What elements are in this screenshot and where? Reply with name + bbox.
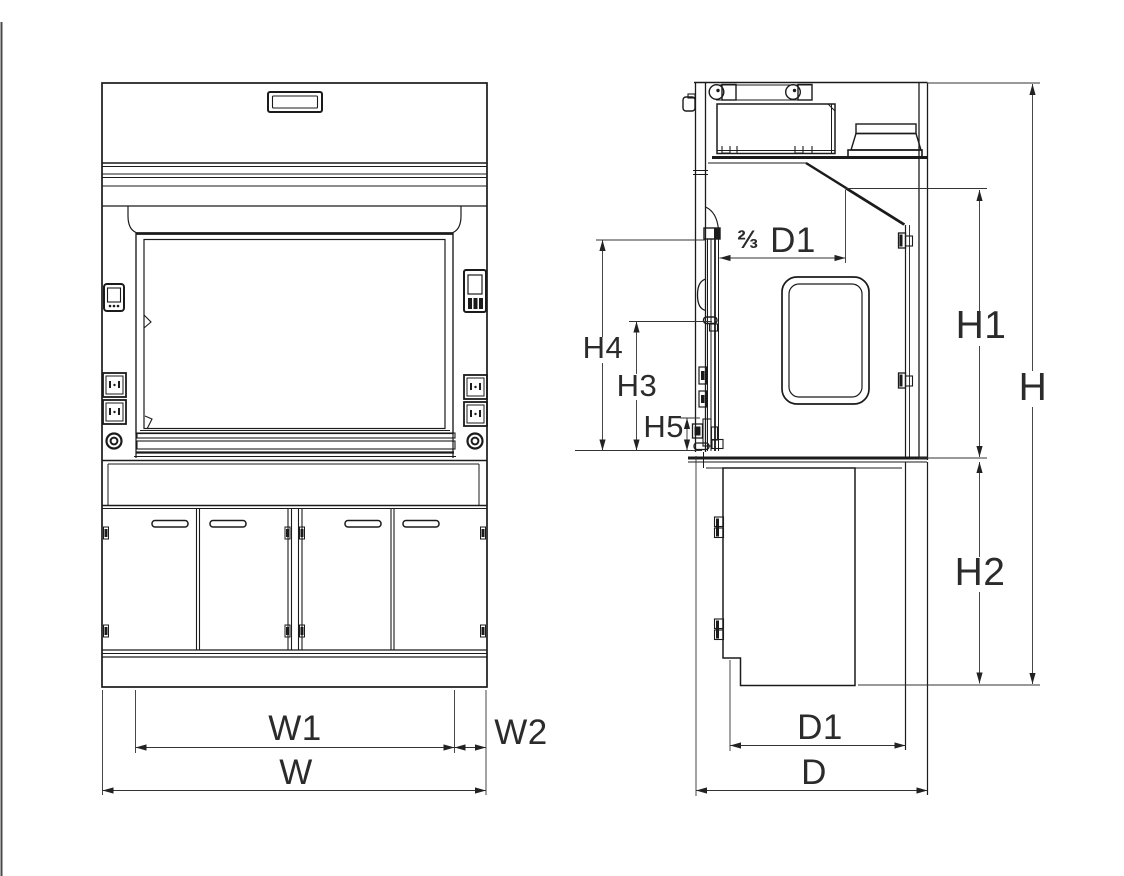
side-window-outer [781, 276, 870, 405]
sash-side-profile [691, 227, 724, 451]
left-outlet-2 [102, 399, 127, 425]
left-outlet-1 [102, 372, 127, 398]
dim-label-d: D [801, 753, 827, 792]
right-post-inner-edge [452, 206, 462, 458]
dim-label-d1: D1 [797, 708, 843, 747]
right-controller-screen [467, 274, 483, 295]
side-window-inner [788, 283, 863, 398]
dim-label-w1: W1 [268, 709, 322, 748]
base-cabinet-doors [103, 508, 486, 650]
baffle-panel [805, 161, 906, 226]
dim-label-h5: H5 [643, 409, 684, 444]
dim-label-w: W [279, 753, 313, 792]
front-view: W1 W2 W [101, 82, 548, 795]
dim-label-h3: H3 [617, 368, 658, 403]
cabinet-side-panel [722, 467, 856, 687]
sash-stop-mark [143, 314, 152, 329]
right-controller [463, 269, 487, 313]
side-dimensions: ⅔ D1 H4 H3 H5 H1 [575, 82, 1048, 796]
sash-pulley [708, 83, 725, 100]
airfoil-upper [136, 432, 456, 439]
sash-pulley [785, 83, 802, 100]
door-handle [209, 519, 247, 528]
door-handle [402, 519, 440, 528]
left-controller [103, 283, 125, 312]
dim-label-h4: H4 [583, 330, 624, 365]
side-view: ⅔ D1 H4 H3 H5 H1 [575, 81, 1048, 796]
dim-label-h: H [1019, 366, 1048, 409]
dim-label-h1: H1 [956, 304, 1007, 347]
top-vent-handle [267, 91, 323, 113]
door-hinges [103, 526, 486, 638]
pulley-bracket [721, 83, 737, 101]
cabinet-side-hinges [713, 516, 725, 641]
door-handle [151, 519, 189, 528]
dim-label-w2: W2 [494, 713, 548, 752]
right-outlet-2 [463, 401, 488, 427]
dim-label-d1-top: D1 [770, 221, 816, 260]
sash-opening [135, 232, 454, 435]
sash-stop-mark [144, 415, 153, 430]
left-service-knob [105, 432, 123, 450]
right-service-knob [466, 432, 484, 450]
left-post-inner-edge [127, 206, 137, 458]
dim-label-h2: H2 [955, 551, 1006, 594]
side-hinges [897, 232, 914, 389]
left-controller-screen [106, 287, 122, 303]
front-dimensions: W1 W2 W [102, 690, 548, 795]
pulley-bracket [797, 83, 813, 101]
right-outlet-1 [463, 374, 488, 400]
airfoil-lower [136, 440, 456, 450]
front-panel-section [716, 103, 836, 155]
door-handle [344, 519, 382, 528]
exhaust-collar [847, 123, 923, 158]
dim-label-fraction: ⅔ [737, 226, 758, 254]
sash-glass [143, 238, 446, 430]
